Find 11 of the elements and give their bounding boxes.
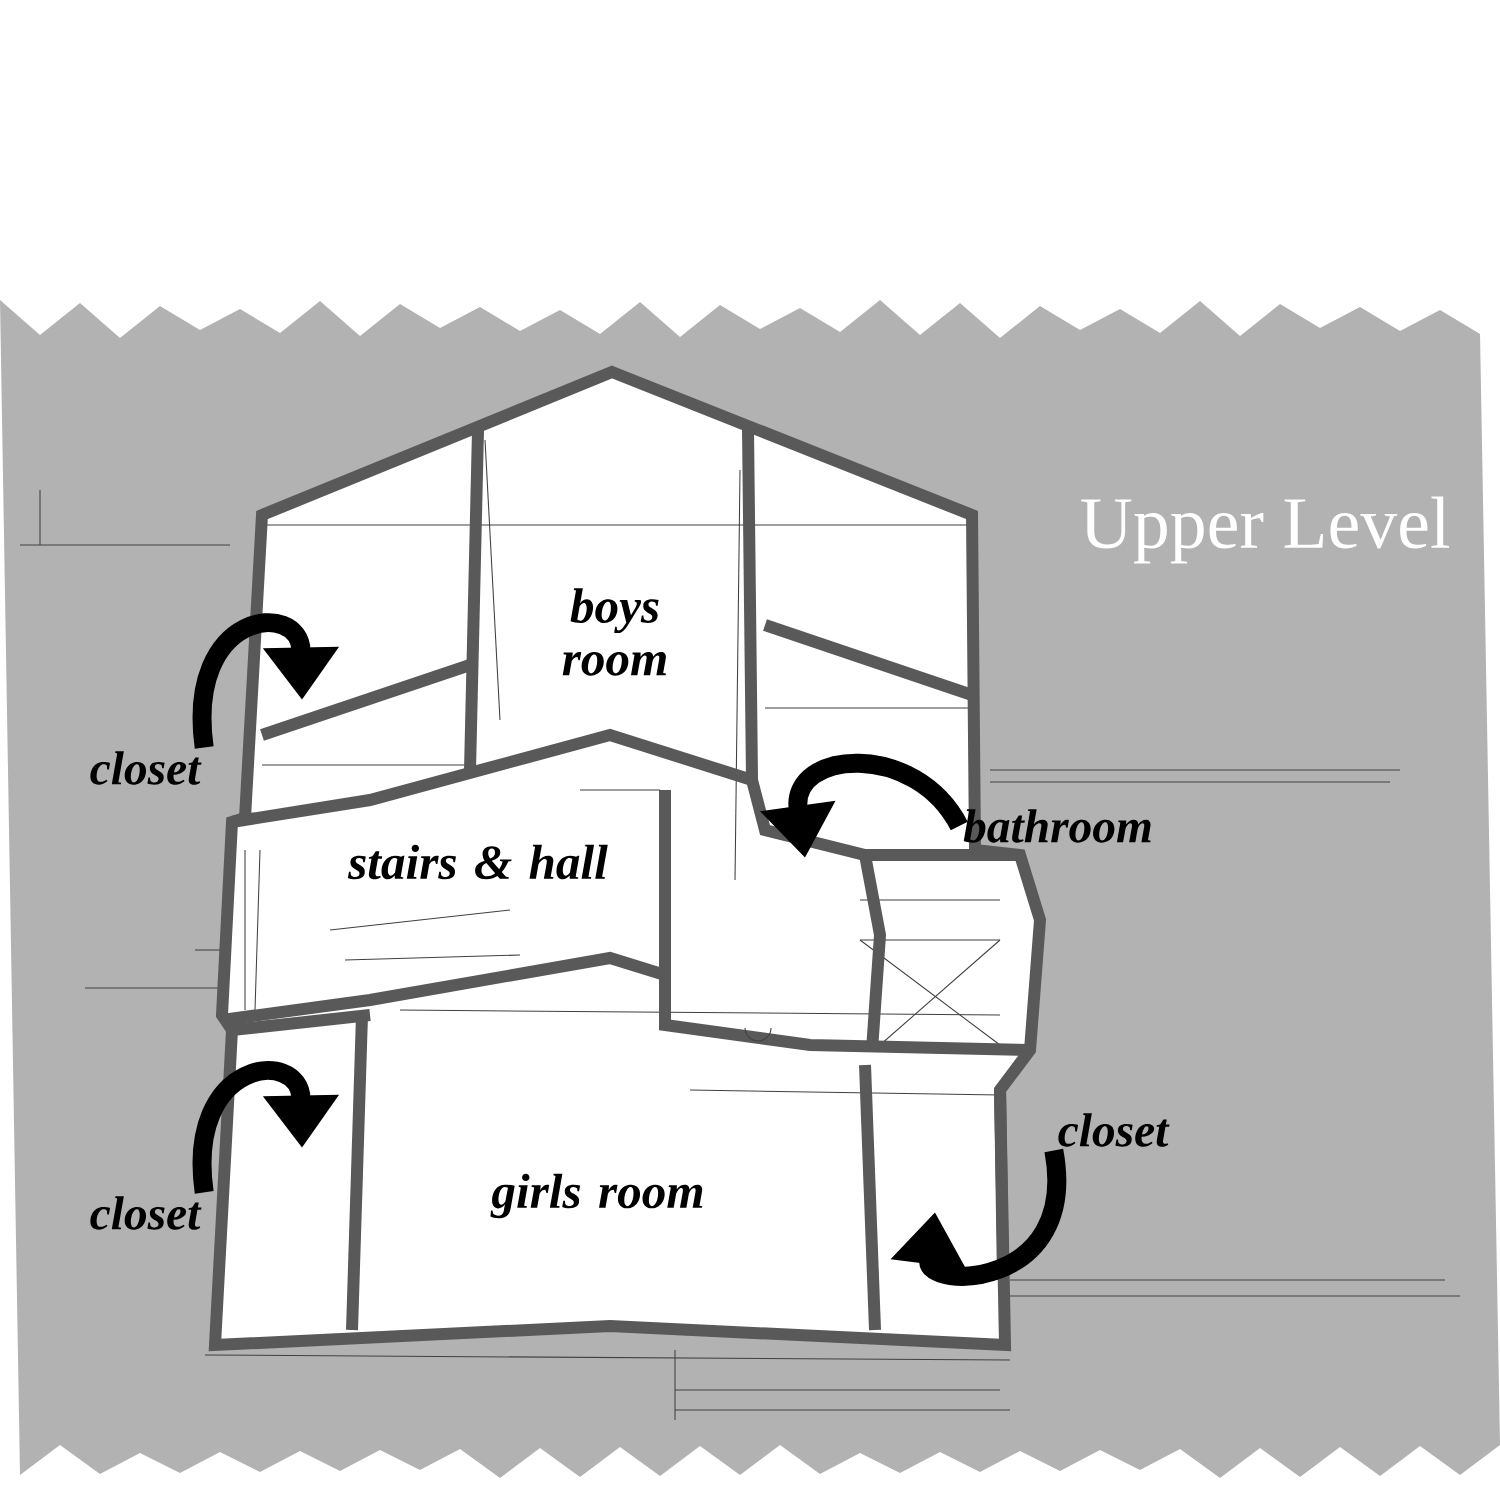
closet-label: closet xyxy=(90,1196,202,1230)
curved-arrow xyxy=(192,613,340,749)
curved-arrow xyxy=(890,1149,1067,1286)
closet-label: closet xyxy=(90,751,202,785)
room-label: boys room xyxy=(562,588,666,676)
room-label: girls room xyxy=(490,1173,703,1219)
closet-label: closet xyxy=(1058,1113,1170,1147)
curved-arrow xyxy=(192,1061,340,1194)
closet-label: bathroom xyxy=(963,809,1151,843)
room-label: stairs & hall xyxy=(347,844,608,880)
title: Upper Level xyxy=(1081,496,1449,564)
